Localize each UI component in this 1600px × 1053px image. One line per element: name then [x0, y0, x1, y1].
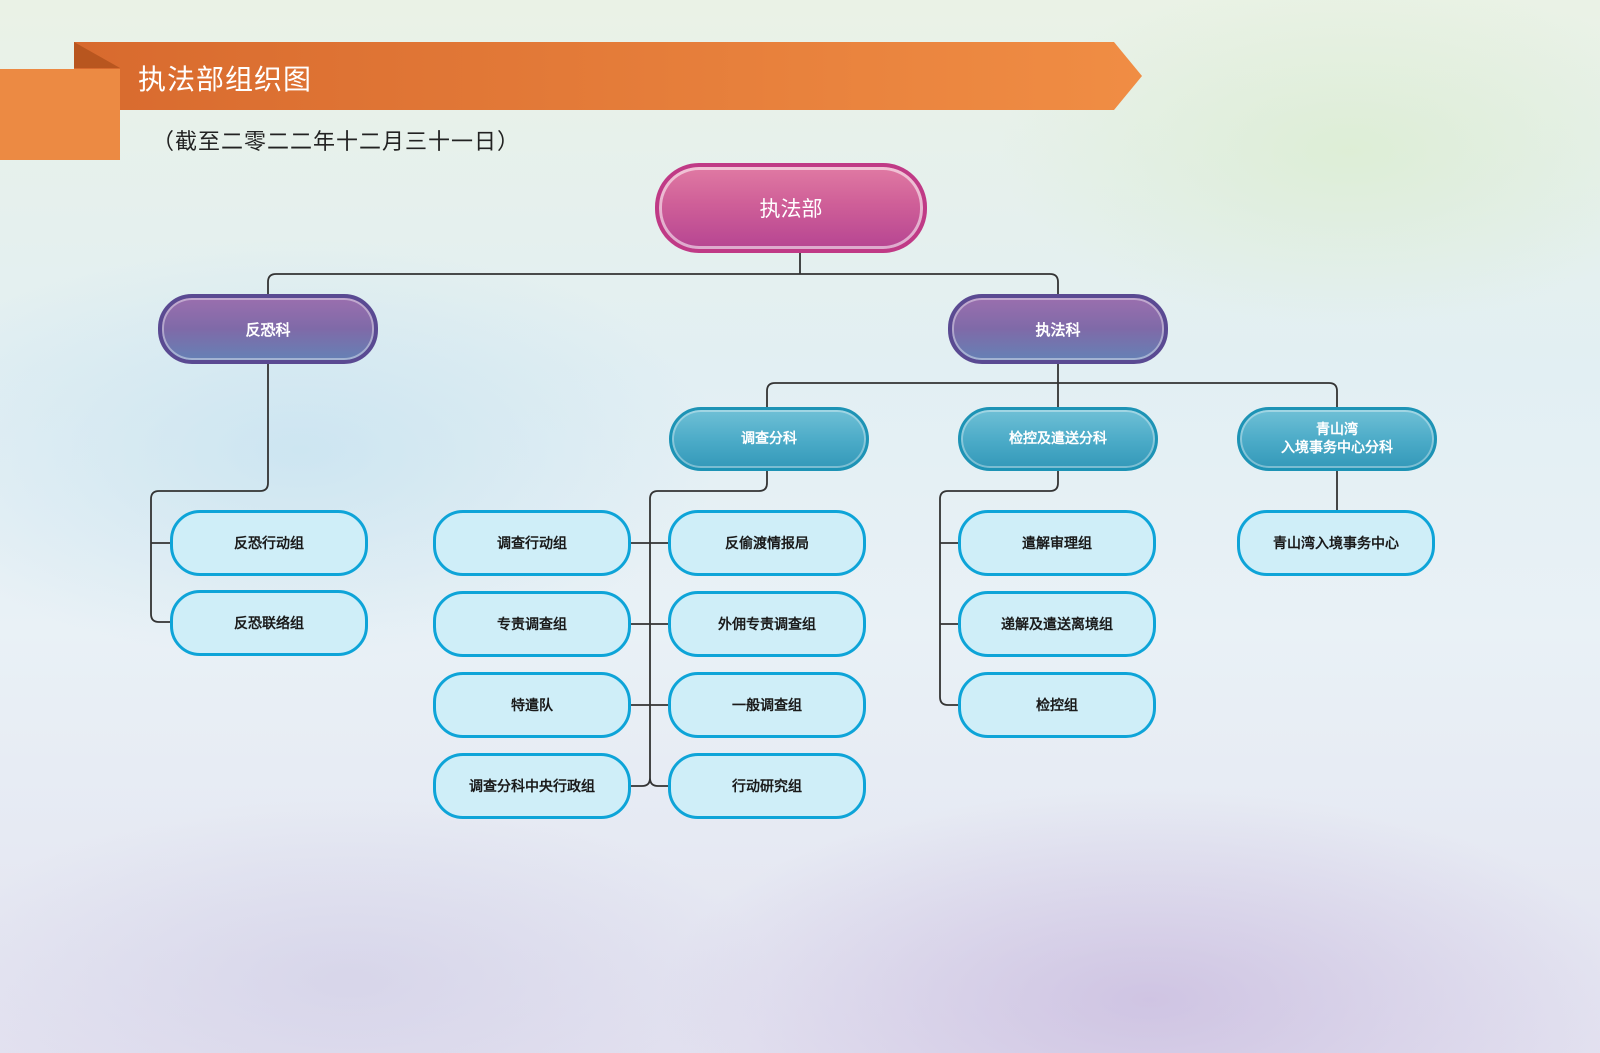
node-special-task-force: 特遣队 [433, 672, 631, 738]
node-investigation-subdivision: 调查分科 [669, 407, 869, 471]
connector-anti-terror [150, 364, 269, 623]
node-investigation-action-unit: 调查行动组 [433, 510, 631, 576]
page-subtitle: （截至二零二二年十二月三十一日） [152, 130, 521, 155]
title-banner [74, 42, 1142, 110]
node-prosecution-unit: 检控组 [958, 672, 1156, 738]
node-castle-peak-subdivision: 青山湾 入境事务中心分科 [1237, 407, 1437, 471]
node-anti-illegal-migration-intel-bureau: 反偷渡情报局 [668, 510, 866, 576]
node-castle-peak-bay-centre: 青山湾入境事务中心 [1237, 510, 1435, 576]
page-title: 执法部组织图 [138, 63, 313, 96]
node-general-investigation-unit: 一般调查组 [668, 672, 866, 738]
node-anti-terror-division: 反恐科 [158, 294, 378, 364]
connector-root [267, 253, 1059, 298]
node-enforcement-division: 执法科 [948, 294, 1168, 364]
node-anti-terror-action-unit: 反恐行动组 [170, 510, 368, 576]
node-removal-assessment-unit: 遣解审理组 [958, 510, 1156, 576]
node-anti-terror-liaison-unit: 反恐联络组 [170, 590, 368, 656]
node-enforcement-department: 执法部 [655, 163, 927, 253]
node-investigation-central-admin-unit: 调查分科中央行政组 [433, 753, 631, 819]
connector-enforcement [766, 364, 1338, 408]
node-deportation-removal-unit: 递解及遣送离境组 [958, 591, 1156, 657]
connector-prosecution [939, 471, 1059, 706]
connector-investigation [630, 471, 768, 787]
node-fdh-special-investigation-unit: 外佣专责调查组 [668, 591, 866, 657]
node-special-investigation-unit: 专责调查组 [433, 591, 631, 657]
banner-tab [0, 69, 120, 160]
node-operations-research-unit: 行动研究组 [668, 753, 866, 819]
node-prosecution-subdivision: 检控及遣送分科 [958, 407, 1158, 471]
